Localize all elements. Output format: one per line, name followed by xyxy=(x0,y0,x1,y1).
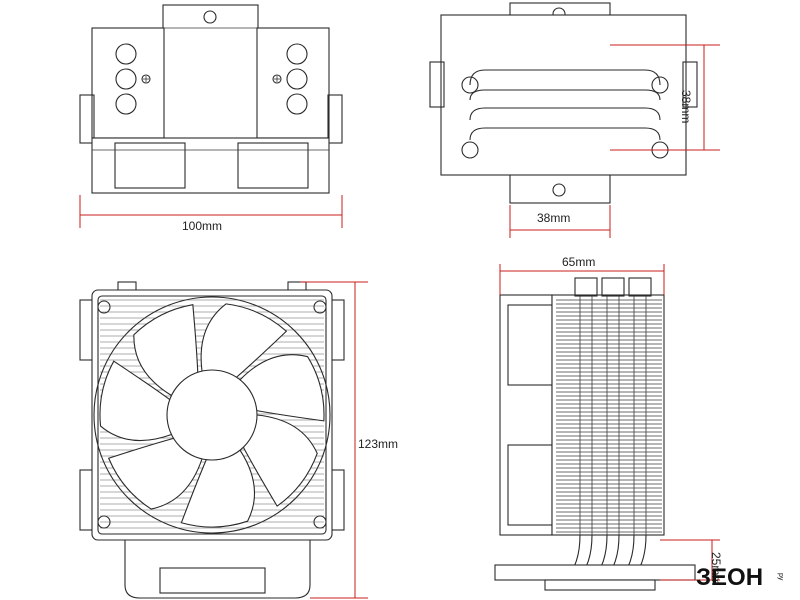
logo-subtitle: ру xyxy=(777,573,784,581)
side-height-label: 38mm xyxy=(679,90,693,123)
fan-blade xyxy=(107,437,203,510)
front-view: 123mm xyxy=(79,281,398,599)
front-height-label: 123mm xyxy=(358,437,398,451)
fan-blade xyxy=(239,354,325,422)
side-view: 38mm 38mm xyxy=(429,2,720,238)
fan-blade xyxy=(200,303,288,378)
side-width-label: 38mm xyxy=(537,211,570,225)
fan-blade xyxy=(180,449,256,528)
fan-blade xyxy=(133,304,199,397)
brand-logo: ЗЕОН ру xyxy=(696,564,784,591)
top-view: 100mm xyxy=(79,4,343,233)
base-height-label: 25mm xyxy=(709,552,723,585)
fan-blade xyxy=(242,414,318,507)
depth-view: 65mm 25mm xyxy=(494,255,723,591)
depth-width-label: 65mm xyxy=(562,255,595,269)
fan-blades xyxy=(99,303,325,528)
logo-text: ЗЕОН xyxy=(696,564,763,591)
fan-blade xyxy=(99,360,173,442)
depth-fin-lines xyxy=(556,299,662,533)
top-width-label: 100mm xyxy=(182,219,222,233)
